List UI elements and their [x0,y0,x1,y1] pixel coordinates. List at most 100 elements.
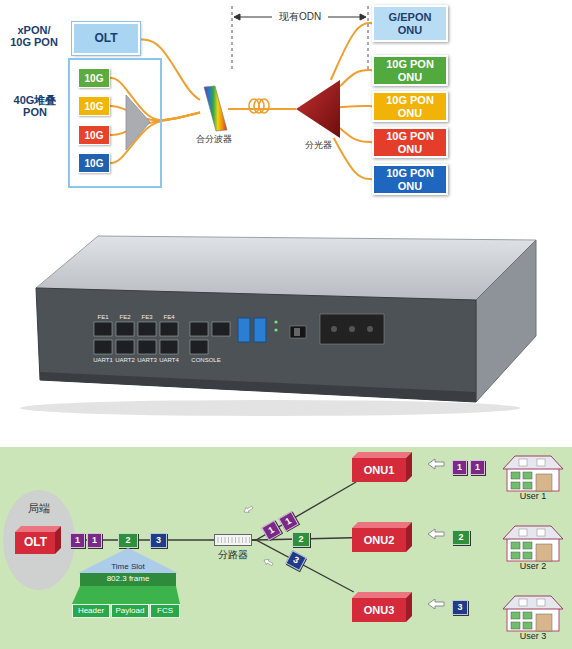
onu-box: 10G PON ONU [372,164,448,195]
user-label: User 1 [505,492,561,502]
node-label: FCS [157,607,173,616]
port-label: FE3 [137,314,157,321]
node-label: 10G [85,130,104,141]
pon-group-box: 40G堆叠 PON10G10G10G10G [68,58,162,188]
fiber-link [110,78,200,120]
onu-box: ONU3 [352,592,412,622]
data-packet: 1 [70,533,85,548]
port-label: UART1 [92,357,114,364]
port-label: CONSOLE [186,357,226,364]
wdm-combiner-outline [200,86,228,132]
node-label: 10G PON ONU [384,167,436,191]
splitter-box-outline [215,535,253,547]
fiber-link [340,106,372,107]
node-label: Payload [116,607,145,616]
fiber-link [252,540,354,592]
fiber-link [340,128,372,142]
frame-field: FCS [150,604,180,618]
node-label: 1 [457,463,462,473]
user-label: User 3 [505,632,561,642]
node-label: 1 [92,536,97,546]
fiber-link [340,70,372,86]
node-label: 3 [156,536,161,546]
fiber-link [110,106,200,121]
panel-background [0,447,572,649]
node-label: 局端 [3,502,75,514]
node-label: Time Slot [78,563,178,572]
node-label: 合分波器 [188,135,240,145]
node-label: Header [78,607,104,616]
odn-bracket [232,6,368,72]
node-label: 802.3 frame [107,575,150,584]
optical-splitter: 分光器 [296,80,340,138]
node-label: OLT [94,32,117,45]
onu-box: 10G PON ONU [372,127,448,158]
node-label: ONU2 [364,534,395,546]
node-label: 分路器 [208,549,258,560]
fiber-link [110,113,200,164]
frame-field: Header [72,604,110,618]
node-label: 10G [85,73,104,84]
node-label: OLT [24,536,47,549]
data-packet: 1 [470,460,485,475]
node-label: 1 [475,463,480,473]
data-packet: 1 [452,460,467,475]
pon-port-box: 10G [78,153,110,173]
wdm-combiner: 合分波器 [200,86,228,132]
olt-box: OLT [72,22,140,55]
port-label: FE1 [93,314,113,321]
node-label: 1 [267,525,276,536]
node-label: ONU1 [364,464,395,476]
node-label: 2 [125,536,130,546]
data-packet: 1 [87,533,102,548]
node-label: 分光器 [292,141,344,151]
time-slot: Time Slot [78,548,178,573]
node-label: 3 [291,555,300,566]
data-packet: 3 [150,533,167,548]
frame-expansion [72,586,180,604]
data-packet: 2 [118,533,138,548]
house-icons [503,456,563,631]
pon-port-box: 10G [78,68,110,88]
data-packet: 2 [292,532,310,547]
pon-port-box: 10G [78,125,110,145]
fiber-link [228,108,296,110]
fiber-coil [249,99,269,113]
frame-field: Payload [111,604,149,618]
user-label: User 2 [505,562,561,572]
fiber-link [331,23,372,80]
optical-splitter-outline [296,80,340,138]
port-label: UART3 [136,357,158,364]
section-label: xPON/ 10G PON [8,24,60,48]
node-label: 10G [85,158,104,169]
pon-port-box: 10G [78,96,110,116]
node-label: G/EPON ONU [384,11,436,35]
olt-box: OLT [15,526,61,554]
node-label: 40G堆叠 PON [8,94,62,118]
data-packet: 3 [452,600,468,615]
node-label: ONU3 [364,604,395,616]
onu-device-photo [20,236,536,416]
node-label: 3 [457,603,462,613]
node-label: 10G PON ONU [384,58,436,82]
node-label: 10G [85,101,104,112]
port-label: FE2 [115,314,135,321]
port-label: UART4 [158,357,180,364]
node-label: 1 [284,516,293,527]
onu-box: 10G PON ONU [372,91,448,122]
node-label: 1 [75,536,80,546]
node-label: 2 [458,533,463,543]
onu-box: 10G PON ONU [372,55,448,86]
fiber-link [334,138,372,179]
data-packet: 2 [452,530,470,545]
direction-arrows [243,459,445,609]
frame-box: 802.3 frame [80,573,176,586]
splitter-box: 分路器 [214,534,252,546]
node-label: 10G PON ONU [384,94,436,118]
odn-label: 现有ODN [272,11,328,22]
stack-combiner-triangle [126,95,150,150]
port-label: UART2 [114,357,136,364]
onu-box: ONU2 [352,522,412,552]
central-office: 局端 OLT [3,490,75,590]
node-label: 10G PON ONU [384,130,436,154]
